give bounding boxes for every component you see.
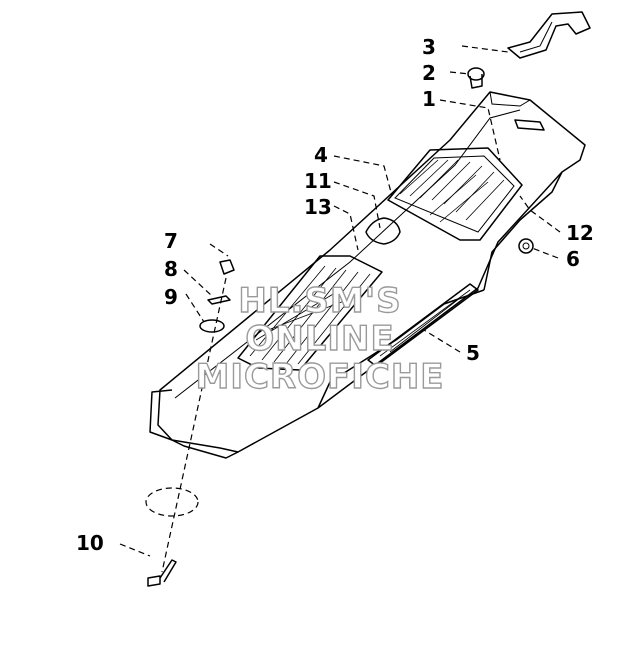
callout-11: 11 <box>304 169 332 193</box>
nut <box>518 238 534 254</box>
callout-3: 3 <box>422 35 436 59</box>
watermark-line-3: MICROFICHE <box>195 357 444 397</box>
front-vent-panel <box>237 255 383 371</box>
callout-6: 6 <box>566 247 580 271</box>
callout-7: 7 <box>164 229 178 253</box>
callout-10: 10 <box>76 531 104 555</box>
pad <box>365 217 401 245</box>
callout-1: 1 <box>422 87 436 111</box>
leader-lines <box>119 45 561 557</box>
washer <box>207 295 231 305</box>
callout-8: 8 <box>164 257 178 281</box>
cap <box>219 259 235 275</box>
rear-vent-panel <box>387 147 523 241</box>
grommet <box>199 319 225 333</box>
watermark-line-2: ONLINE <box>245 319 394 359</box>
callout-13: 13 <box>304 195 332 219</box>
mount-hole-outline <box>145 487 199 517</box>
callout-9: 9 <box>164 285 178 309</box>
callout-4: 4 <box>314 143 328 167</box>
callout-5: 5 <box>466 341 480 365</box>
watermark: HL.SM'S ONLINE MICROFICHE <box>195 280 444 397</box>
skid-plate <box>149 91 586 459</box>
knob <box>467 67 485 89</box>
bracket <box>507 11 591 59</box>
slot-strip <box>367 283 479 367</box>
callout-12: 12 <box>566 221 594 245</box>
bolt <box>147 559 177 587</box>
callout-2: 2 <box>422 61 436 85</box>
watermark-line-1: HL.SM'S <box>238 281 401 321</box>
callout-labels: 3 2 1 4 11 13 7 8 9 12 6 5 10 <box>76 35 594 555</box>
